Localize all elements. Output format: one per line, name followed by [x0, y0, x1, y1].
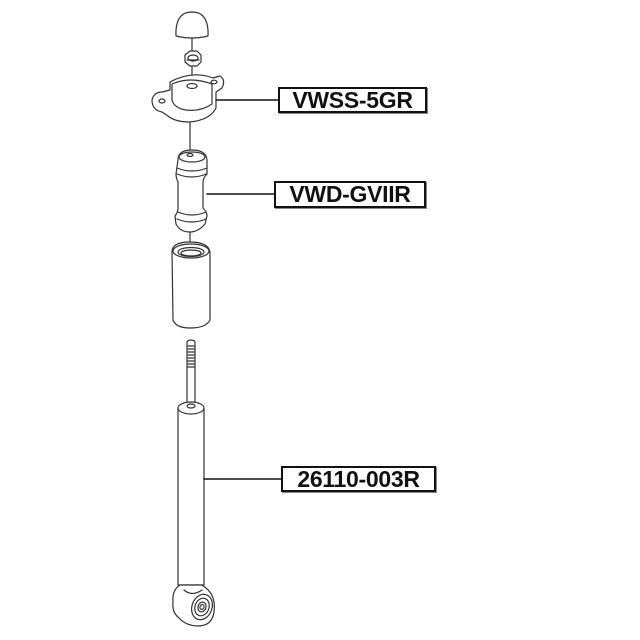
dust-boot-part [171, 241, 211, 329]
nut-part [184, 50, 202, 67]
dust-cap-part [175, 11, 209, 39]
strut-mount-part [151, 74, 225, 123]
part-number-text: VWSS-5GR [292, 87, 413, 113]
shock-absorber-part [172, 339, 215, 627]
part-label-shock-absorber: 26110-003R [281, 466, 436, 492]
part-label-strut-mount: VWSS-5GR [278, 87, 427, 113]
bump-stop-part [174, 149, 208, 233]
part-label-bump-stop: VWD-GVIIR [274, 181, 426, 208]
leader-lines [203, 99, 282, 480]
part-number-text: VWD-GVIIR [289, 181, 411, 207]
part-number-text: 26110-003R [297, 466, 420, 492]
